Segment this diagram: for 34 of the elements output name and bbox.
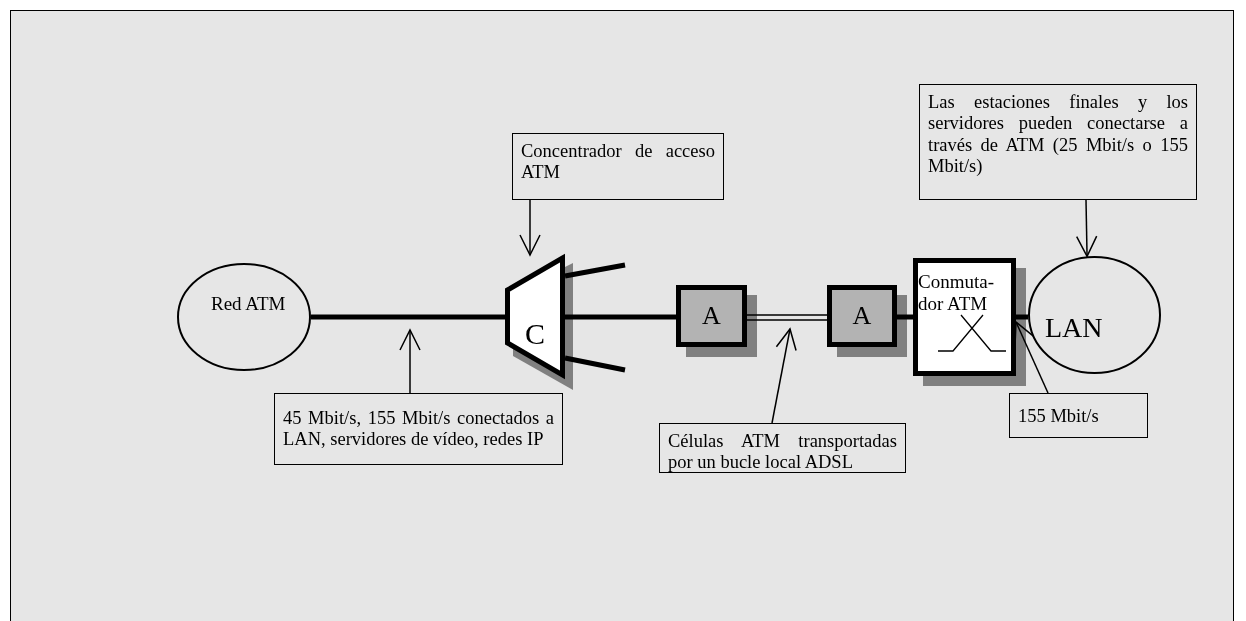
- leader-arrow: [399, 329, 421, 394]
- callout-text: 45 Mbit/s, 155 Mbit/s conectados a LAN, servidores de vídeo, redes IP: [283, 408, 554, 451]
- adsl-modem-box: [827, 285, 897, 347]
- connection-line: [1016, 314, 1029, 320]
- lan-ellipse: [1028, 256, 1161, 374]
- node-label: A: [851, 301, 873, 331]
- callout-box: [512, 133, 724, 200]
- leader-arrow: [519, 199, 541, 256]
- connection-line: [564, 355, 626, 373]
- callout-text: Células ATM transportadas por un bucle local ADSL: [668, 431, 897, 474]
- adsl-modem-box: [676, 285, 747, 347]
- callout-box: [274, 393, 563, 465]
- node-label: Conmuta- dor ATM: [918, 271, 995, 315]
- callout-box: [1009, 393, 1148, 438]
- callout-text: Concentrador de acceso ATM: [521, 141, 715, 184]
- node-label: C: [525, 317, 545, 352]
- callout-text: Las estaciones finales y los servidores pueden conectarse a través de ATM (25 Mbit/s o 155 Mbit/s): [928, 92, 1188, 178]
- node-label: Red ATM: [211, 293, 286, 315]
- network-ellipse: [177, 263, 311, 371]
- connection-line: [564, 262, 626, 279]
- connection-line: [897, 314, 913, 320]
- leader-arrow: [1075, 199, 1098, 258]
- leader-arrow: [771, 328, 797, 424]
- concentrator-symbol: [505, 255, 565, 378]
- node-label: LAN: [1045, 312, 1103, 345]
- connection-line: [746, 314, 828, 321]
- callout-box: [659, 423, 906, 473]
- callout-box: [919, 84, 1197, 200]
- connection-line: [311, 314, 505, 320]
- connection-line: [565, 314, 676, 320]
- atm-switch-box: [913, 258, 1016, 376]
- node-label: A: [701, 301, 722, 331]
- callout-text: 155 Mbit/s: [1018, 406, 1100, 428]
- leader-arrow: [1014, 321, 1049, 394]
